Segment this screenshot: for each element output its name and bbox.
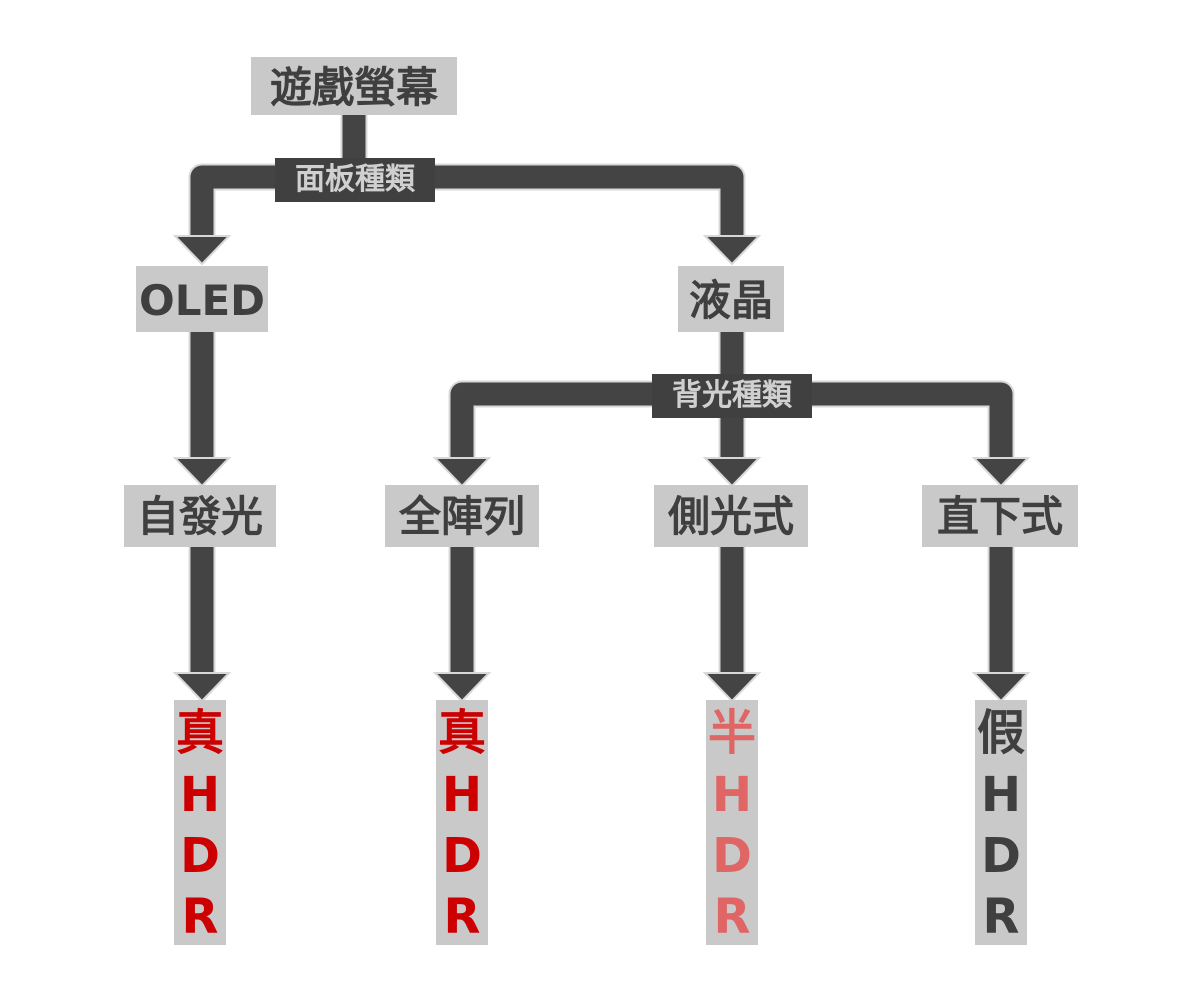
result-full-array-char-1: 真 — [438, 705, 486, 761]
node-self-emissive: 自發光 — [124, 485, 276, 547]
edge-label-panel-type-text: 面板種類 — [295, 162, 416, 197]
result-self-emissive-char-3: D — [180, 828, 220, 884]
result-edge-lit-char-2: H — [712, 767, 752, 823]
arrowhead-lcd — [702, 235, 762, 266]
result-direct-lit-char-2: H — [981, 767, 1021, 823]
result-edge-lit-char-3: D — [712, 828, 752, 884]
result-self-emissive-char-4: R — [182, 889, 219, 945]
result-full-array-char-3: D — [442, 828, 482, 884]
edge-backlight-split-to-direct-lit — [732, 380, 1015, 458]
arrowhead-edge-lit-result — [702, 672, 762, 703]
result-direct-lit-char-1: 假 — [977, 705, 1025, 761]
arrowhead-edge-lit — [702, 457, 762, 488]
node-root: 遊戲螢幕 — [251, 57, 457, 115]
arrowheads — [172, 235, 1031, 703]
node-oled: OLED — [136, 266, 268, 332]
result-direct-lit-char-3: D — [981, 828, 1021, 884]
edge-label-backlight-type-text: 背光種類 — [672, 378, 793, 413]
node-oled-text: OLED — [139, 276, 265, 325]
edge-panel-split-to-lcd — [354, 163, 746, 238]
result-self-emissive: 真 H D R — [174, 700, 226, 945]
result-full-array: 真 H D R — [436, 700, 488, 945]
result-edge-lit-char-1: 半 — [708, 705, 756, 761]
arrowhead-self-emissive-result — [172, 672, 232, 703]
arrowhead-oled — [172, 235, 232, 266]
node-direct-lit-text: 直下式 — [937, 492, 1063, 541]
node-edge-lit: 側光式 — [654, 485, 808, 547]
result-self-emissive-char-1: 真 — [176, 705, 224, 761]
result-edge-lit: 半 H D R — [706, 700, 758, 945]
edge-label-panel-type: 面板種類 — [275, 158, 435, 202]
arrowhead-direct-lit — [971, 457, 1031, 488]
result-direct-lit-char-4: R — [983, 889, 1020, 945]
arrowhead-full-array — [432, 457, 492, 488]
result-full-array-char-4: R — [444, 889, 481, 945]
arrowhead-direct-lit-result — [971, 672, 1031, 703]
node-lcd-text: 液晶 — [689, 276, 773, 325]
arrowhead-full-array-result — [432, 672, 492, 703]
node-full-array: 全陣列 — [385, 485, 539, 547]
result-self-emissive-char-2: H — [180, 767, 220, 823]
result-edge-lit-char-4: R — [714, 889, 751, 945]
edge-label-backlight-type: 背光種類 — [652, 374, 812, 418]
node-edge-lit-text: 側光式 — [667, 492, 794, 541]
node-root-text: 遊戲螢幕 — [270, 63, 439, 112]
node-lcd: 液晶 — [678, 266, 784, 332]
result-direct-lit: 假 H D R — [975, 700, 1027, 945]
arrowhead-self-emissive — [172, 457, 232, 488]
edge-backlight-split-to-full-array — [448, 380, 732, 458]
edges — [188, 114, 1015, 676]
node-self-emissive-text: 自發光 — [137, 492, 263, 541]
node-full-array-text: 全陣列 — [398, 492, 525, 541]
result-full-array-char-2: H — [442, 767, 482, 823]
node-direct-lit: 直下式 — [922, 485, 1078, 547]
